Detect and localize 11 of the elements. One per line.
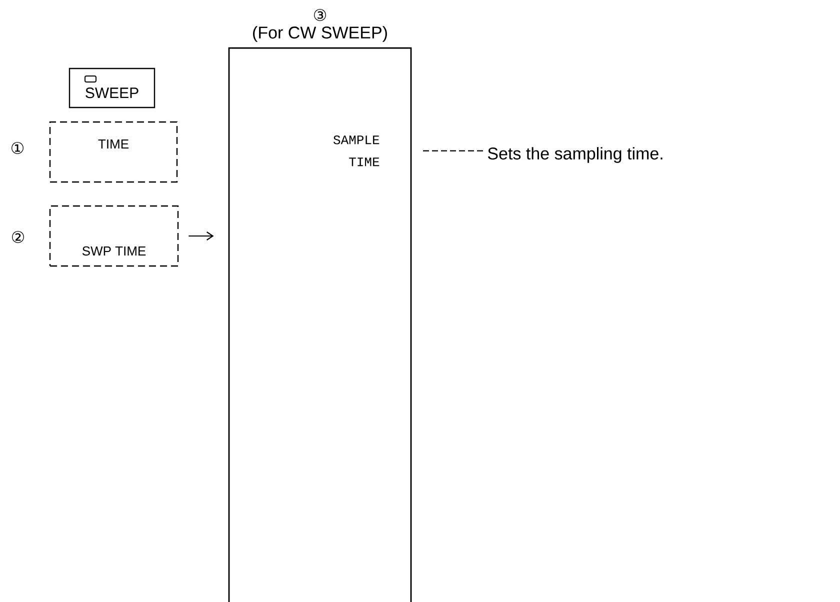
callout-number: ③: [314, 9, 326, 21]
dashed-box: SWP TIME: [49, 205, 179, 267]
screen-label: SAMPLE TIME: [334, 135, 380, 166]
callout-number: ①: [12, 142, 24, 154]
note: Sets the sampling time.: [488, 147, 662, 163]
callout-number: ②: [12, 231, 24, 243]
key-box: SWEEP: [68, 68, 156, 108]
dashed-box: TIME: [49, 121, 178, 183]
arrow: [188, 232, 214, 240]
heading: (For CW SWEEP): [253, 26, 387, 42]
leader-line: [423, 150, 485, 152]
